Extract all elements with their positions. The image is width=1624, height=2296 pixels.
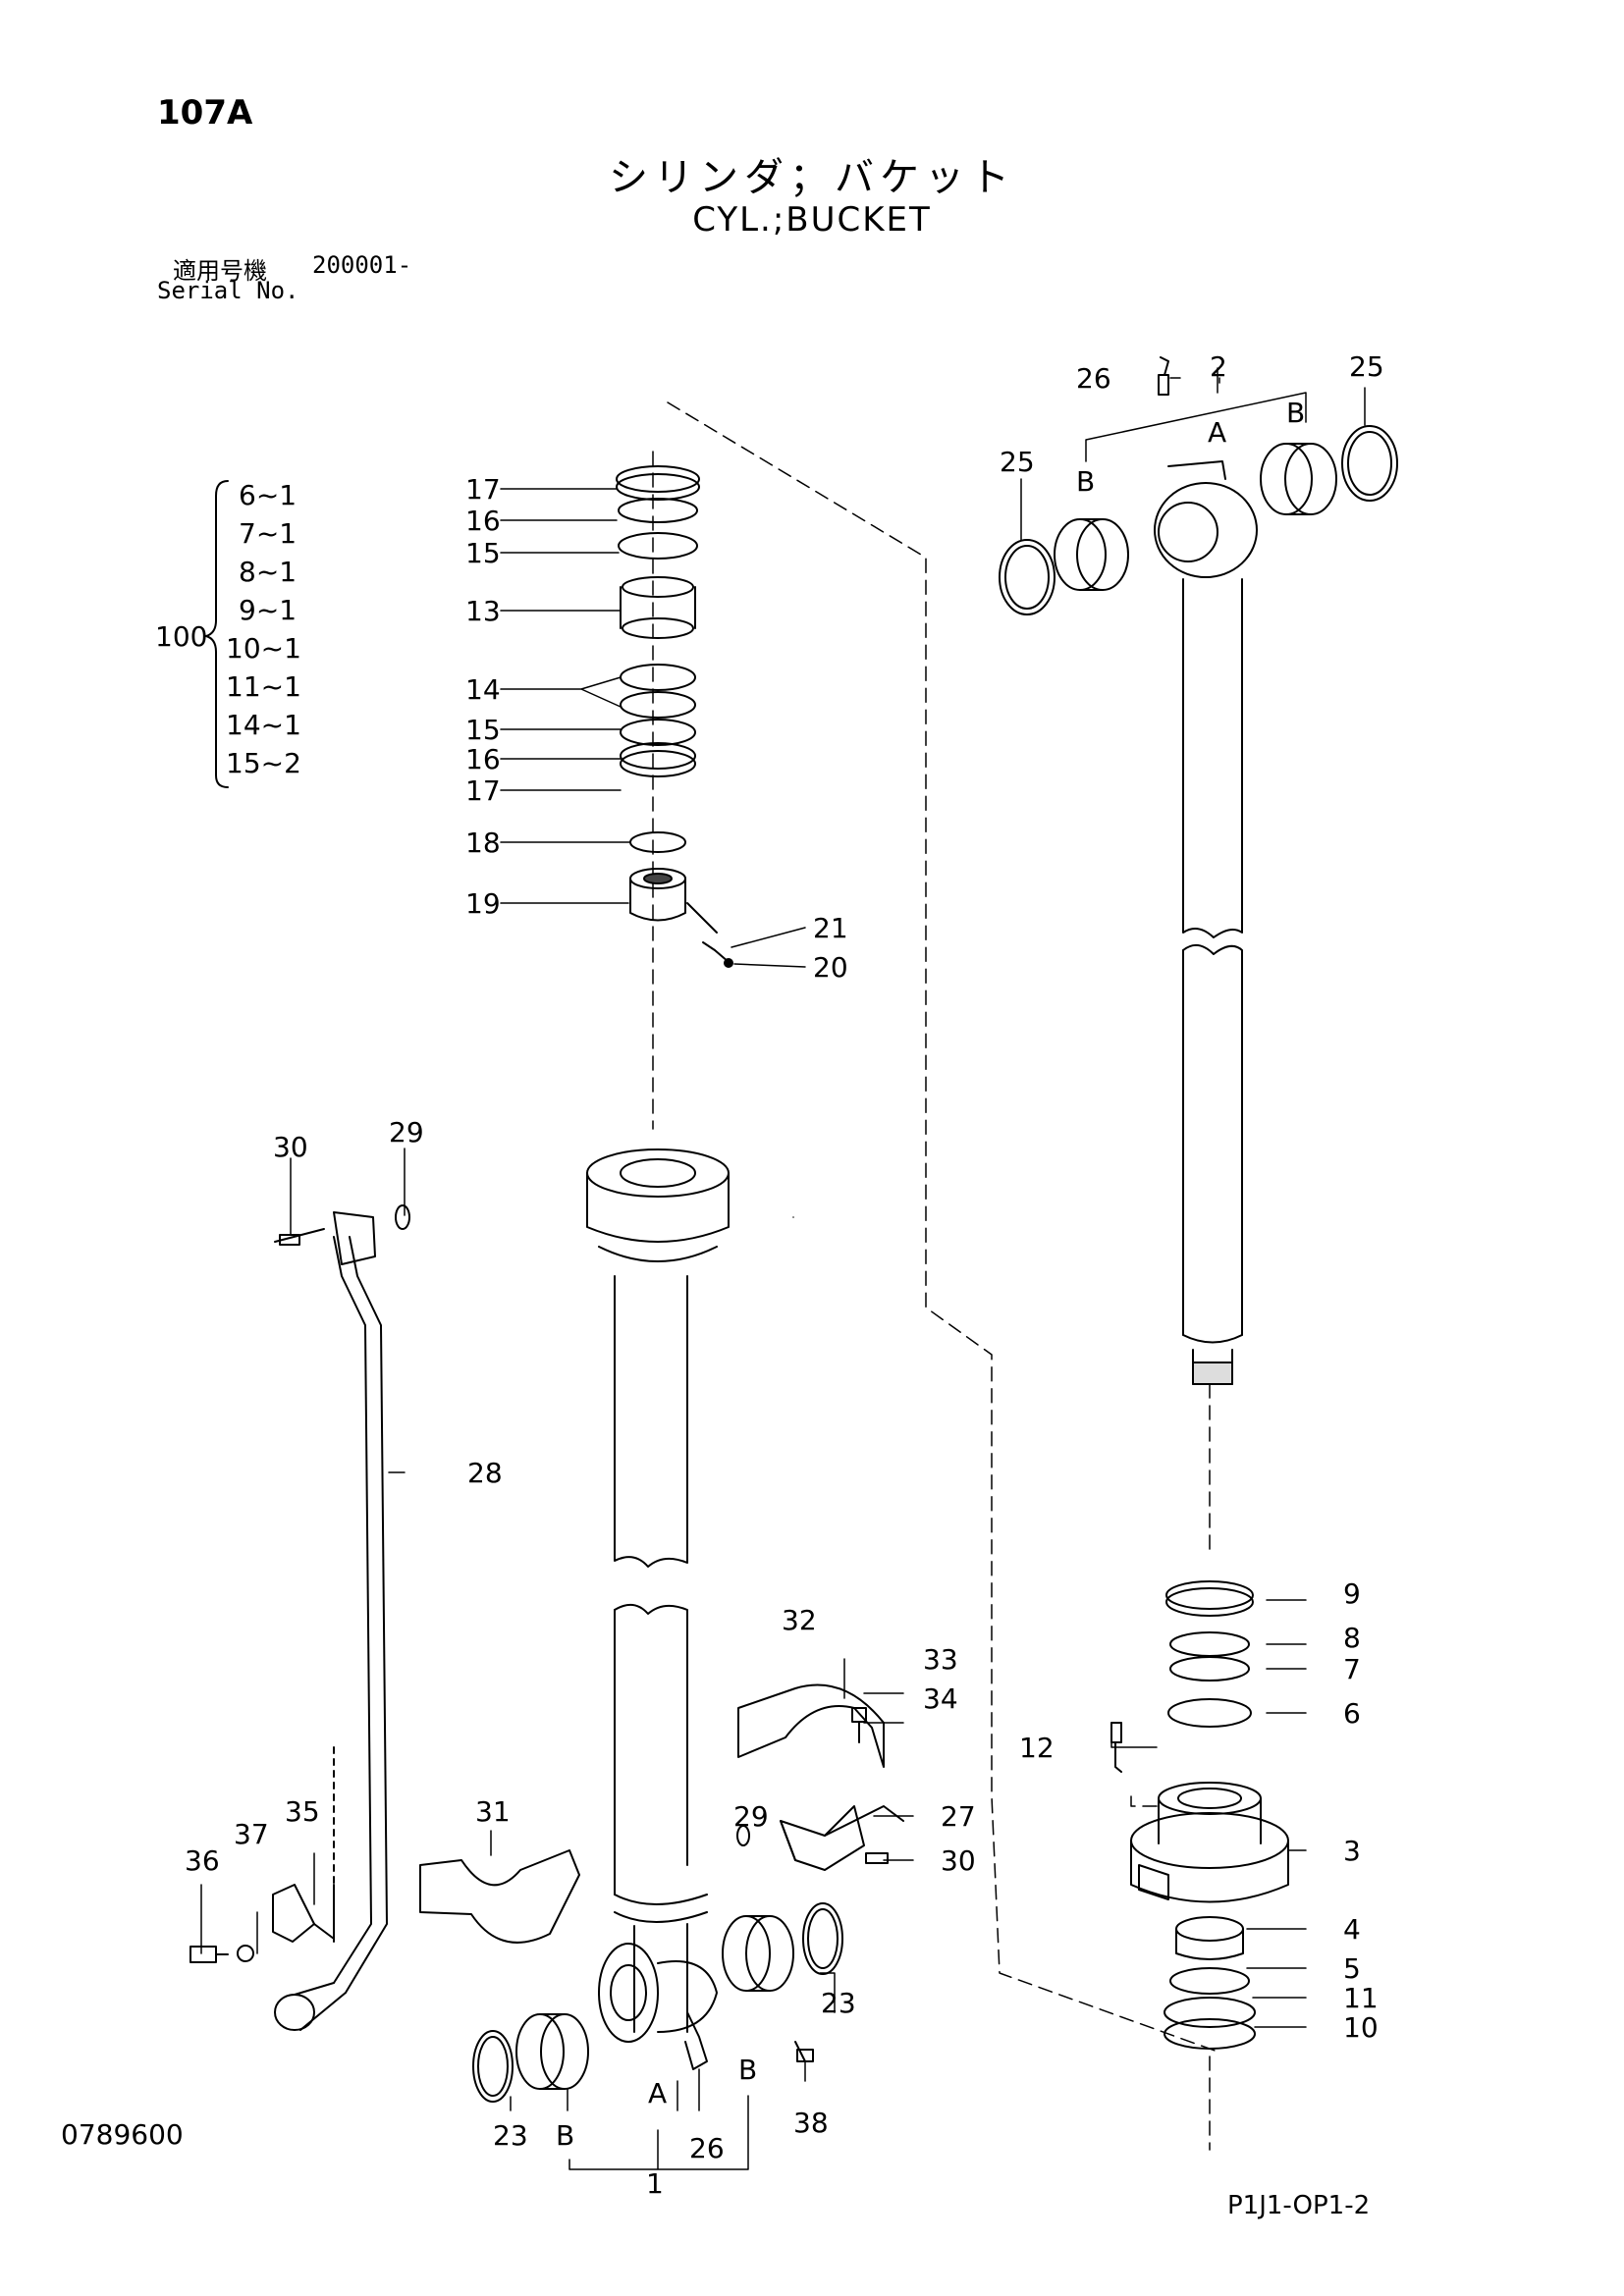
callout-label: 19	[465, 887, 501, 920]
cylinder-tube	[586, 1148, 730, 2043]
callout-leader-lines	[200, 367, 1366, 2170]
callout-label: 18	[465, 827, 501, 859]
callout-label: 1	[646, 2167, 664, 2200]
callout-label: 23	[493, 2119, 528, 2152]
callout-label: 26	[1076, 362, 1111, 395]
callout-letter-a: A	[648, 2077, 667, 2109]
callout-label: 31	[475, 1795, 511, 1828]
callout-label: 6	[1343, 1697, 1361, 1730]
tube-bushings	[472, 1902, 843, 2103]
callout-label: 2	[1210, 350, 1227, 383]
callout-label: 10	[1343, 2011, 1379, 2044]
callout-label: 23	[821, 1987, 856, 2019]
callout-label: 26	[689, 2132, 725, 2164]
callout-label: 25	[1000, 446, 1035, 478]
assembly-path-lines	[652, 401, 1218, 2151]
callout-label: 13	[465, 595, 501, 627]
callout-label: 30	[273, 1131, 308, 1163]
callout-letter-b: B	[1076, 465, 1095, 498]
callout-label: 36	[185, 1844, 220, 1877]
callout-label: 34	[923, 1682, 958, 1715]
callout-label: 12	[1019, 1732, 1055, 1764]
kit-item: 14~1	[226, 709, 301, 741]
callout-letter-b: B	[1286, 397, 1305, 429]
callout-label: 14	[465, 673, 501, 706]
gland-seal-stack	[1110, 1580, 1289, 2050]
callout-label: 4	[1343, 1913, 1361, 1946]
callout-label: 29	[389, 1116, 424, 1148]
pipe-brackets	[272, 1683, 885, 1944]
piston-rod	[1154, 356, 1258, 1385]
kit-item: 6~1	[239, 479, 297, 511]
callout-label: 16	[465, 505, 501, 537]
hose-fittings	[189, 1707, 904, 1963]
page-title-japanese: シリンダ；バケット	[609, 155, 1015, 200]
seal-kit-brace: 100 6~1 7~1 8~1 9~1 10~1 11~1 14~1 15~2	[155, 479, 301, 788]
callout-label: 11	[1343, 1982, 1379, 2014]
callout-label: 30	[941, 1844, 976, 1877]
callout-label: 38	[793, 2107, 829, 2139]
callout-label: 9	[1343, 1577, 1361, 1610]
callout-label: 15	[465, 714, 501, 746]
callout-label: 5	[1343, 1952, 1361, 1985]
callout-label: 21	[813, 912, 848, 944]
callout-label: 29	[733, 1800, 769, 1833]
callout-label: 16	[465, 743, 501, 775]
rod-end-bushings	[999, 425, 1398, 615]
serial-label-english: Serial No.	[157, 277, 299, 304]
page-code: 107A	[157, 93, 253, 133]
callout-label: 15	[465, 537, 501, 569]
callout-label: 35	[285, 1795, 320, 1828]
callout-label: 17	[465, 473, 501, 506]
kit-item: 9~1	[239, 594, 297, 626]
kit-item: 10~1	[226, 632, 301, 665]
callout-label: 32	[782, 1604, 817, 1636]
callout-label: 17	[465, 774, 501, 807]
page-reference-code: P1J1-OP1-2	[1227, 2191, 1371, 2220]
serial-number-value: 200001-	[312, 251, 412, 279]
callout-label: 8	[1343, 1622, 1361, 1654]
callout-label: 27	[941, 1800, 976, 1833]
callout-label: 33	[923, 1643, 958, 1676]
callout-letter-a: A	[1208, 416, 1226, 449]
callout-label: 7	[1343, 1653, 1361, 1685]
kit-number: 100	[155, 620, 207, 653]
kit-item: 11~1	[226, 670, 301, 703]
kit-item: 7~1	[239, 517, 297, 550]
serial-label-japanese: 適用号機	[173, 257, 267, 285]
page-title-english: CYL.;BUCKET	[692, 200, 932, 240]
callout-label: 28	[467, 1457, 503, 1489]
callout-label: 3	[1343, 1835, 1361, 1867]
callout-numbers: 17 16 15 13 14 15 16 17 18 19 21 20 30 2…	[185, 350, 1384, 2200]
piston-seal-stack	[616, 465, 733, 968]
kit-item: 8~1	[239, 556, 297, 588]
drawing-number: 0789600	[61, 2118, 184, 2151]
callout-label: 37	[234, 1818, 269, 1850]
callout-label: 25	[1349, 350, 1384, 383]
callout-letter-b: B	[556, 2119, 574, 2152]
kit-item: 15~2	[226, 747, 301, 779]
callout-letter-b: B	[738, 2054, 757, 2086]
pipe-assembly	[274, 1204, 410, 2031]
callout-label: 20	[813, 951, 848, 984]
